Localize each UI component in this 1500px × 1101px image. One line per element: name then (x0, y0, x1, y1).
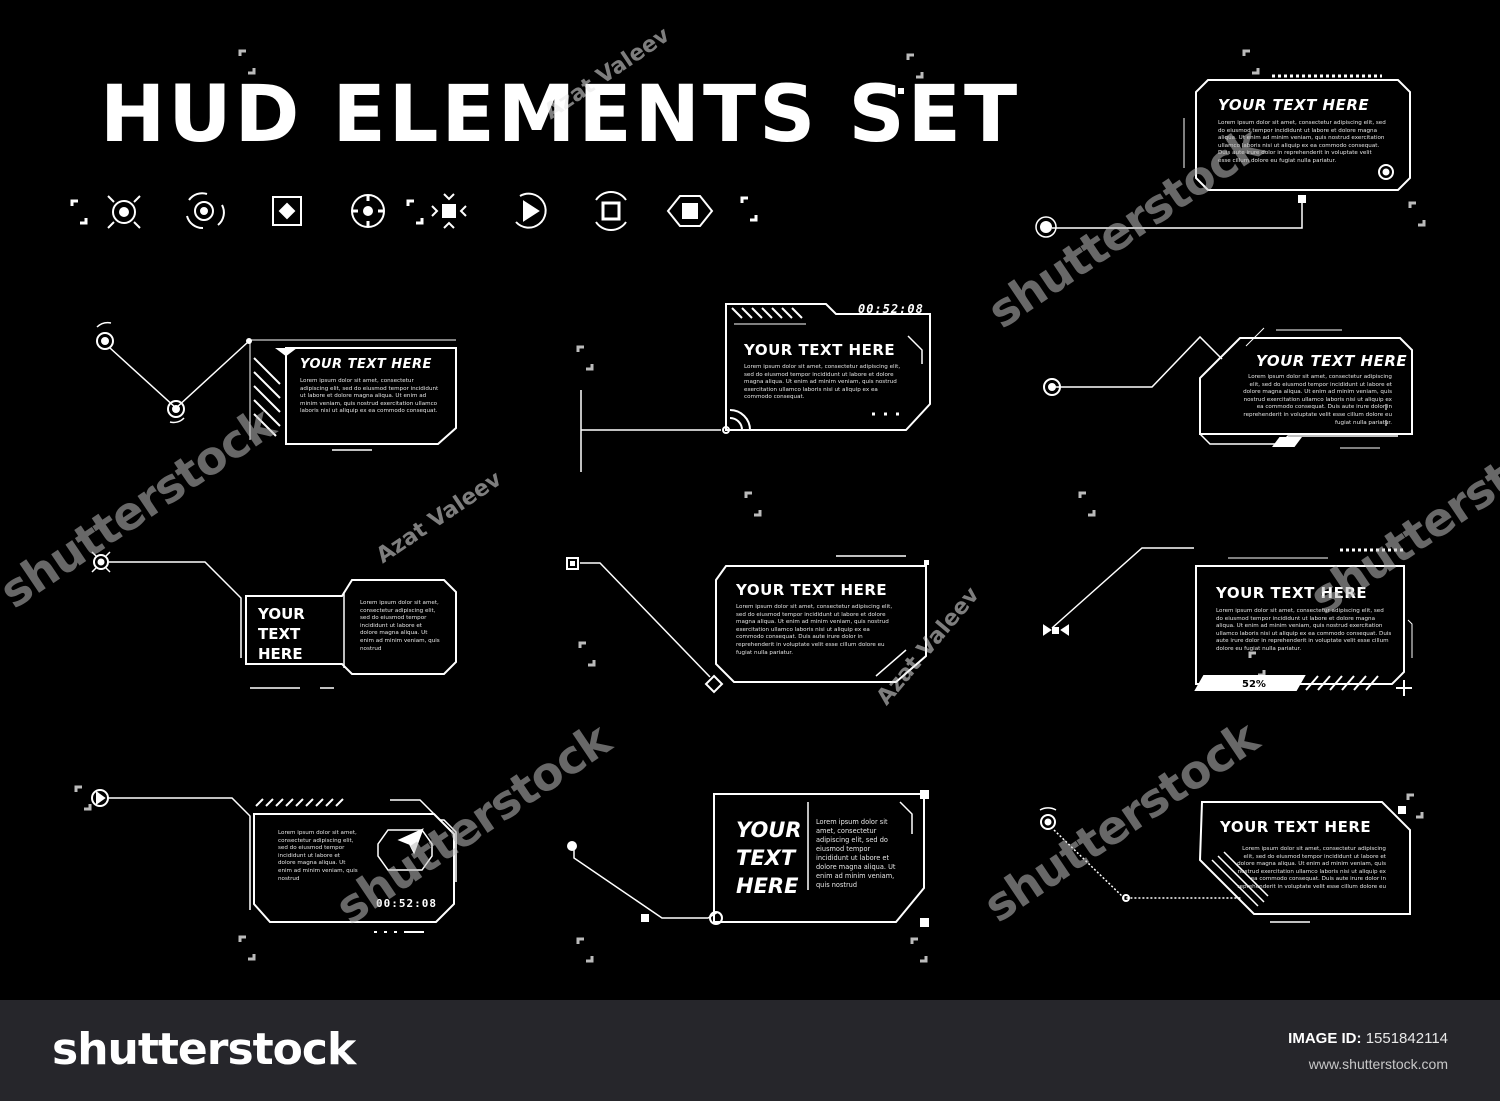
box-c-heading: YOUR TEXT HERE (1256, 352, 1408, 370)
stop-icon (595, 191, 627, 231)
play-icon (515, 192, 547, 229)
image-id-value: 1551842114 (1365, 1030, 1448, 1047)
title-dots (898, 88, 928, 94)
hud-box-g (91, 789, 457, 933)
bracket-icon (70, 199, 88, 225)
icon-row (70, 191, 758, 231)
box-b-heading: YOUR TEXT HERE (744, 341, 896, 359)
box-i-heading: YOUR TEXT HERE (1220, 818, 1372, 836)
box-h-heading: YOUR TEXT HERE (736, 818, 802, 898)
box-e-heading: YOUR TEXT HERE (736, 581, 888, 599)
bracket-icon (406, 199, 424, 225)
box-tr-body: Lorem ipsum dolor sit amet, consectetur … (1218, 120, 1386, 164)
hud-box-f (1043, 547, 1413, 696)
footer-url[interactable]: www.shutterstock.com (1308, 1056, 1448, 1072)
artwork-canvas: HUD ELEMENTS SET (0, 22, 1500, 963)
box-f-heading: YOUR TEXT HERE (1216, 584, 1368, 602)
image-id: IMAGE ID: 1551842114 (1288, 1030, 1448, 1047)
box-h-body: Lorem ipsum dolor sit amet, consectetur … (816, 818, 896, 889)
hud-box-e (566, 555, 929, 694)
page-title: HUD ELEMENTS SET (100, 70, 1021, 160)
stock-footer: shutterstock IMAGE ID: 1551842114 www.sh… (0, 1000, 1500, 1101)
box-f-progress-label: 52% (1242, 679, 1266, 690)
hud-box-a (96, 321, 457, 451)
box-g-timestamp: 00:52:08 (376, 897, 437, 910)
box-i-body: Lorem ipsum dolor sit amet, consectetur … (1237, 846, 1386, 892)
hud-box-b (580, 303, 931, 472)
target-icon (107, 195, 141, 229)
hud-artwork (70, 49, 1426, 963)
ring-icon (186, 192, 225, 230)
square-diamond-icon (272, 196, 302, 226)
hud-box-d (91, 551, 457, 689)
hexagon-icon (666, 195, 714, 227)
box-b-body: Lorem ipsum dolor sit amet, consectetur … (744, 364, 901, 401)
focus-icon (431, 193, 467, 229)
bracket-icon (740, 196, 758, 222)
hud-box-h (567, 790, 929, 927)
hud-box-i (1039, 801, 1411, 923)
crosshair-icon (351, 194, 385, 228)
footer-logo[interactable]: shutterstock (52, 1024, 356, 1075)
hud-box-c (1043, 327, 1413, 449)
box-c-body: Lorem ipsum dolor sit amet, consectetur … (1243, 374, 1392, 426)
box-f-body: Lorem ipsum dolor sit amet, consectetur … (1216, 608, 1392, 652)
box-a-heading: YOUR TEXT HERE (300, 357, 432, 372)
box-b-timestamp: 00:52:08 (858, 302, 924, 316)
box-tr-heading: YOUR TEXT HERE (1218, 96, 1370, 114)
box-e-body: Lorem ipsum dolor sit amet, consectetur … (736, 604, 893, 656)
image-id-label: IMAGE ID: (1288, 1030, 1362, 1047)
hud-box-top-right (1035, 74, 1411, 238)
box-g-body: Lorem ipsum dolor sit amet, consectetur … (278, 830, 358, 882)
box-d-body: Lorem ipsum dolor sit amet, consectetur … (360, 600, 440, 652)
box-d-heading: YOUR TEXT HERE (258, 605, 305, 663)
box-a-body: Lorem ipsum dolor sit amet, consectetur … (300, 378, 439, 415)
